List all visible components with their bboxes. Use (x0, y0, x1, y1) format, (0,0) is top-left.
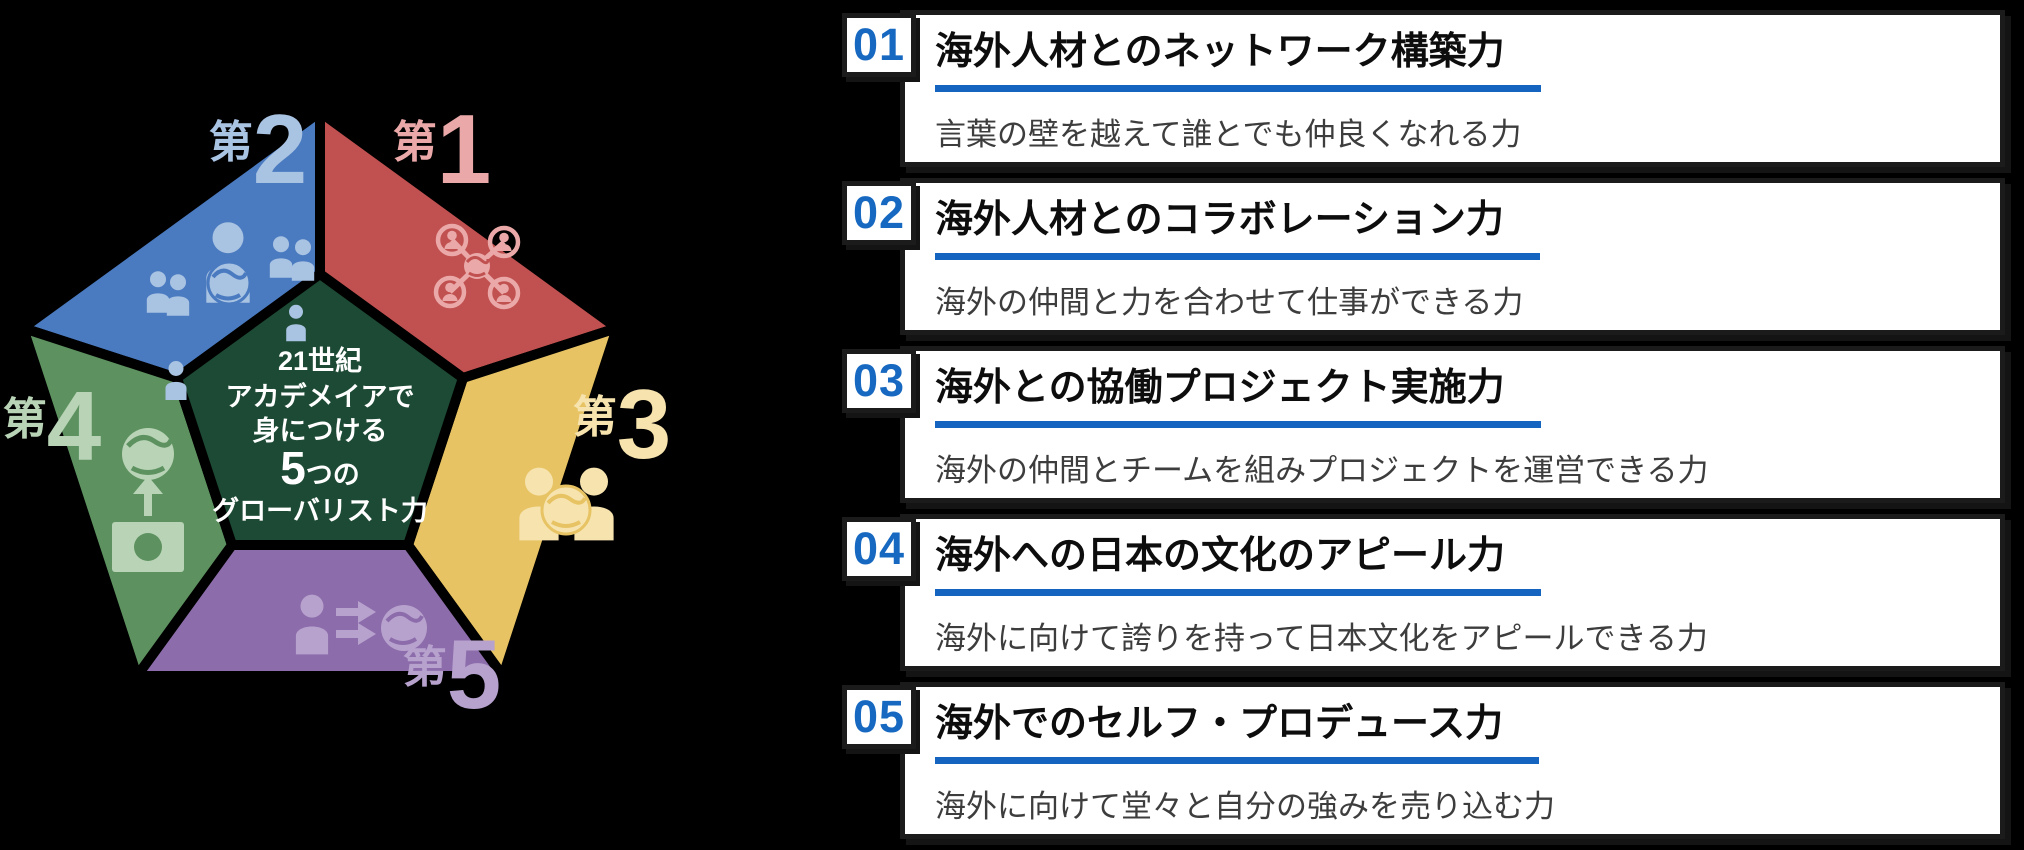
pentagon-diagram: 21世紀 アカデメイアで 身につける 5つの グローバリスト力 第2 第1 第3… (3, 94, 672, 729)
two-people-globe-icon (519, 467, 614, 541)
network-people-globe-icon (436, 226, 518, 307)
japan-flag-globe-icon (112, 428, 184, 572)
pentagon-center (172, 269, 468, 550)
svg-text:アカデメイアで: アカデメイアで (226, 381, 415, 412)
person-to-globe-icon (295, 594, 427, 655)
svg-text:21世紀: 21世紀 (278, 345, 362, 376)
card-title: 海外でのセルフ・プロデュース力 (935, 703, 1540, 764)
skills-list: 01 海外人材とのネットワーク構築力 言葉の壁を越えて誰とでも仲良くなれる力 0… (842, 10, 2005, 850)
page: { "page": { "background": "#000000" }, "… (2, 10, 2005, 839)
card-title: 海外人材とのコラボレーション力 (935, 199, 1540, 260)
card-number-badge: 05 (842, 685, 916, 749)
card: 02 海外人材とのコラボレーション力 海外の仲間と力を合わせて仕事ができる力 (842, 178, 2005, 335)
card-description: 言葉の壁を越えて誰とでも仲良くなれる力 (935, 116, 1522, 152)
segment-label-2: 第2 (209, 94, 308, 204)
svg-text:身につける: 身につける (253, 415, 388, 446)
people-group-globe-icon (146, 222, 315, 400)
segment-label-3: 第3 (573, 369, 672, 479)
card-description: 海外に向けて誇りを持って日本文化をアピールできる力 (935, 620, 1708, 656)
svg-text:グローバリスト力: グローバリスト力 (212, 495, 428, 526)
card-number-badge: 04 (842, 517, 916, 581)
card: 03 海外との協働プロジェクト実施力 海外の仲間とチームを組みプロジェクトを運営… (842, 346, 2005, 503)
card: 01 海外人材とのネットワーク構築力 言葉の壁を越えて誰とでも仲良くなれる力 (842, 10, 2005, 167)
card-title: 海外への日本の文化のアピール力 (935, 535, 1542, 596)
card-number-badge: 02 (842, 181, 916, 245)
card-description: 海外の仲間とチームを組みプロジェクトを運営できる力 (935, 452, 1709, 488)
card: 05 海外でのセルフ・プロデュース力 海外に向けて堂々と自分の強みを売り込む力 (842, 682, 2005, 839)
card-description: 海外に向けて堂々と自分の強みを売り込む力 (935, 788, 1555, 824)
card-number-badge: 03 (842, 349, 916, 413)
segment-label-4: 第4 (3, 371, 102, 481)
pentagon-center-text: 21世紀 アカデメイアで 身につける 5つの グローバリスト力 (212, 345, 428, 526)
card: 04 海外への日本の文化のアピール力 海外に向けて誇りを持って日本文化をアピール… (842, 514, 2005, 671)
card-title: 海外との協働プロジェクト実施力 (935, 367, 1541, 428)
segment-label-1: 第1 (393, 94, 492, 204)
segment-label-5: 第5 (403, 619, 502, 729)
card-description: 海外の仲間と力を合わせて仕事ができる力 (935, 284, 1524, 320)
card-number-badge: 01 (842, 13, 916, 77)
card-title: 海外人材とのネットワーク構築力 (935, 31, 1541, 92)
svg-text:5つの: 5つの (280, 442, 360, 494)
